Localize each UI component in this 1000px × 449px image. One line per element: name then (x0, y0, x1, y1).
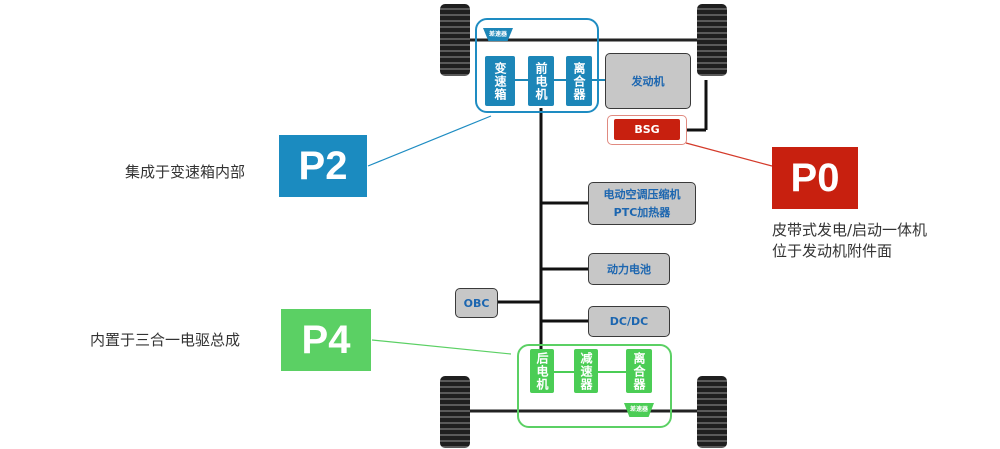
front-motor-box: 前电机 (528, 56, 554, 106)
ptc-heater-label: PTC加热器 (613, 205, 671, 219)
bsg-label: BSG (634, 123, 660, 136)
rear-differential-label: 差速器 (629, 406, 648, 413)
front-differential (483, 28, 513, 41)
rear-clutch-label: 离合器 (632, 351, 646, 391)
ac-compressor-label: 电动空调压缩机 (603, 187, 681, 201)
p0-tag-text: P0 (790, 155, 840, 200)
rear-motor-box: 后电机 (530, 349, 554, 393)
p4-tag-text: P4 (301, 317, 351, 362)
bsg-outline (607, 115, 687, 145)
rear-left-tire (440, 376, 470, 448)
transmission-label: 变速箱 (493, 61, 507, 101)
front-assembly-outline (475, 18, 599, 113)
obc-box: OBC (455, 288, 498, 318)
p4-callout-line (371, 339, 512, 355)
reducer-label: 减速器 (579, 351, 593, 391)
dcdc-label: DC/DC (609, 315, 649, 328)
front-differential-label: 差速器 (488, 31, 507, 38)
reducer-box: 减速器 (574, 349, 598, 393)
front-clutch-label: 离合器 (572, 61, 586, 101)
bsg-box: BSG (614, 119, 680, 140)
rear-assembly-outline (517, 344, 672, 428)
p4-caption: 内置于三合一电驱总成 (90, 331, 241, 349)
p0-caption-line2: 位于发动机附件面 (772, 242, 893, 260)
p0-caption-line1: 皮带式发电/启动一体机 (772, 221, 928, 239)
front-right-tire (697, 4, 727, 76)
rear-right-tire (697, 376, 727, 448)
p2-callout-line (367, 115, 492, 167)
engine-box: 发动机 (605, 53, 691, 109)
p0-tag: P0 (772, 147, 858, 209)
front-clutch-box: 离合器 (566, 56, 592, 106)
transmission-box: 变速箱 (485, 56, 515, 106)
battery-box: 动力电池 (588, 253, 670, 285)
p2-tag: P2 (279, 135, 367, 197)
dcdc-box: DC/DC (588, 306, 670, 337)
battery-label: 动力电池 (607, 263, 651, 276)
front-motor-label: 前电机 (534, 61, 548, 101)
rear-differential (624, 403, 654, 417)
p4-tag: P4 (281, 309, 371, 371)
rear-clutch-box: 离合器 (626, 349, 652, 393)
obc-label: OBC (463, 296, 490, 310)
p2-tag-text: P2 (298, 143, 348, 188)
ac-ptc-box: 电动空调压缩机 PTC加热器 (588, 182, 696, 225)
front-left-tire (440, 4, 470, 76)
engine-label: 发动机 (631, 75, 665, 88)
rear-motor-label: 后电机 (535, 351, 549, 391)
p2-caption: 集成于变速箱内部 (125, 163, 246, 181)
p0-callout-line (685, 142, 773, 167)
